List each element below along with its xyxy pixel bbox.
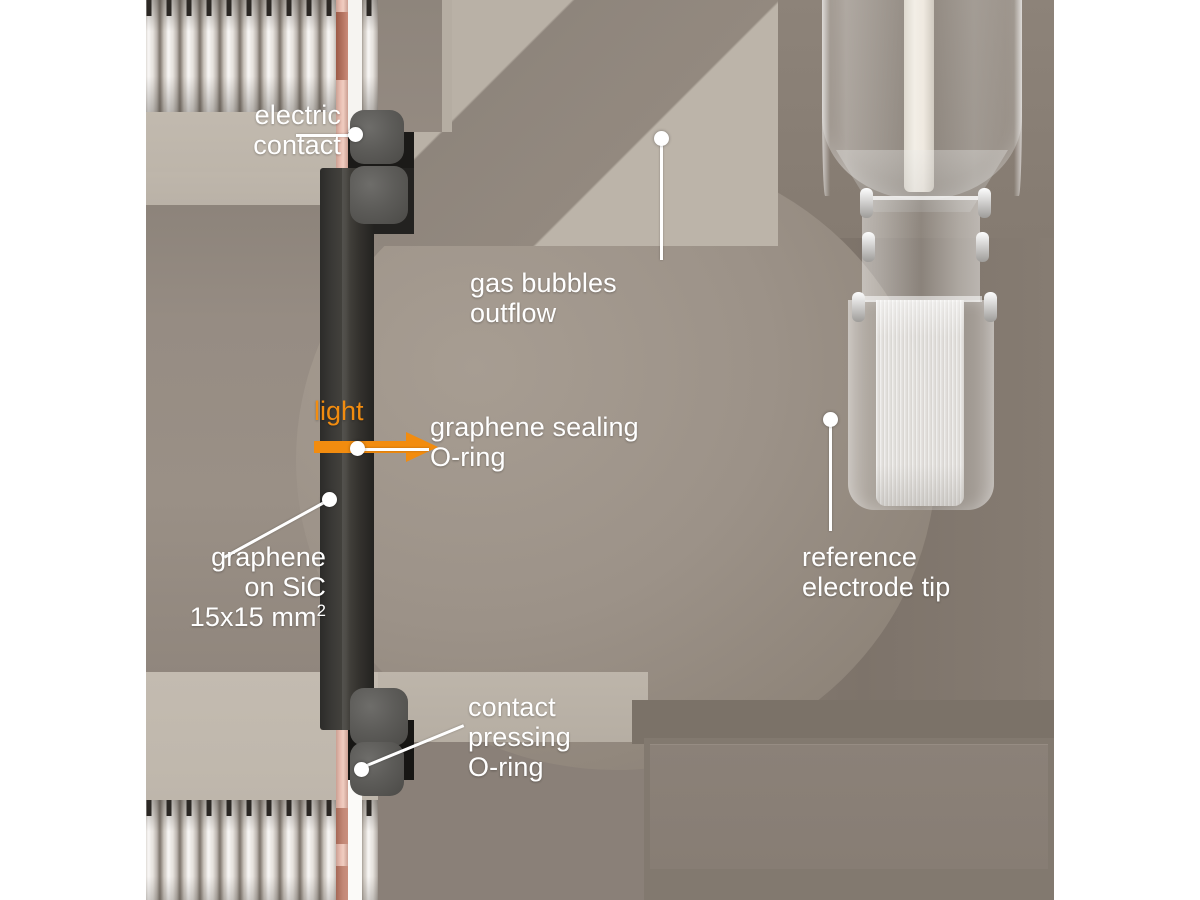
joint-ring-bottom	[860, 296, 982, 302]
glass-clip-icon	[862, 232, 875, 262]
callout-label-electric-contact: electric contact	[253, 100, 341, 161]
glass-edge-highlight-right	[1014, 0, 1022, 196]
glass-clip-icon	[976, 232, 989, 262]
light-direction-arrow-icon	[314, 432, 438, 462]
joint-ring-top	[862, 196, 980, 200]
callout-label-gas-bubbles-outflow: gas bubbles outflow	[470, 268, 617, 329]
glass-edge-highlight-left	[822, 0, 830, 196]
graphene-sealing-o-ring	[350, 166, 408, 224]
bottom-shelf	[632, 700, 1054, 744]
leader-line-graphene-sealing-o-ring	[359, 448, 429, 451]
glass-clip-icon	[852, 292, 865, 322]
inner-electrode-rod	[904, 0, 934, 192]
leader-line-gas-bubbles-outflow	[660, 140, 663, 260]
schematic-scene: light electric contact gas bubbles outflo…	[146, 0, 1054, 900]
glass-clip-icon	[978, 188, 991, 218]
callout-dot-graphene-sealing-o-ring	[350, 441, 365, 456]
callout-label-contact-pressing-o-ring: contact pressing O-ring	[468, 692, 571, 783]
contact-strip-shadow	[336, 866, 348, 900]
reference-electrode-frit	[876, 300, 964, 506]
top-notch-rim	[442, 0, 452, 132]
graphene-sealing-o-ring-lower	[350, 688, 408, 746]
callout-dot-electric-contact	[348, 127, 363, 142]
contact-strip-shadow	[336, 808, 348, 844]
frit-shading	[876, 300, 964, 506]
leader-line-electric-contact	[296, 134, 351, 137]
callout-dot-graphene-on-sic	[322, 492, 337, 507]
thread-crest-notches	[146, 0, 378, 16]
contact-strip-shadow	[336, 12, 348, 80]
glass-ground-joint	[862, 196, 980, 302]
callout-dot-contact-pressing-o-ring	[354, 762, 369, 777]
thread-crest-notches	[146, 800, 378, 816]
callout-label-graphene-sealing-o-ring: graphene sealing O-ring	[430, 412, 639, 473]
glass-clip-icon	[860, 188, 873, 218]
lower-step-ledge	[378, 672, 648, 742]
callout-dot-gas-bubbles-outflow	[654, 131, 669, 146]
light-direction-label: light	[314, 396, 364, 426]
callout-label-reference-electrode-tip: reference electrode tip	[802, 542, 951, 603]
callout-dot-reference-electrode-tip	[823, 412, 838, 427]
glass-clip-icon	[984, 292, 997, 322]
leader-line-reference-electrode-tip	[829, 421, 832, 531]
bottom-panel-inner	[650, 744, 1048, 869]
